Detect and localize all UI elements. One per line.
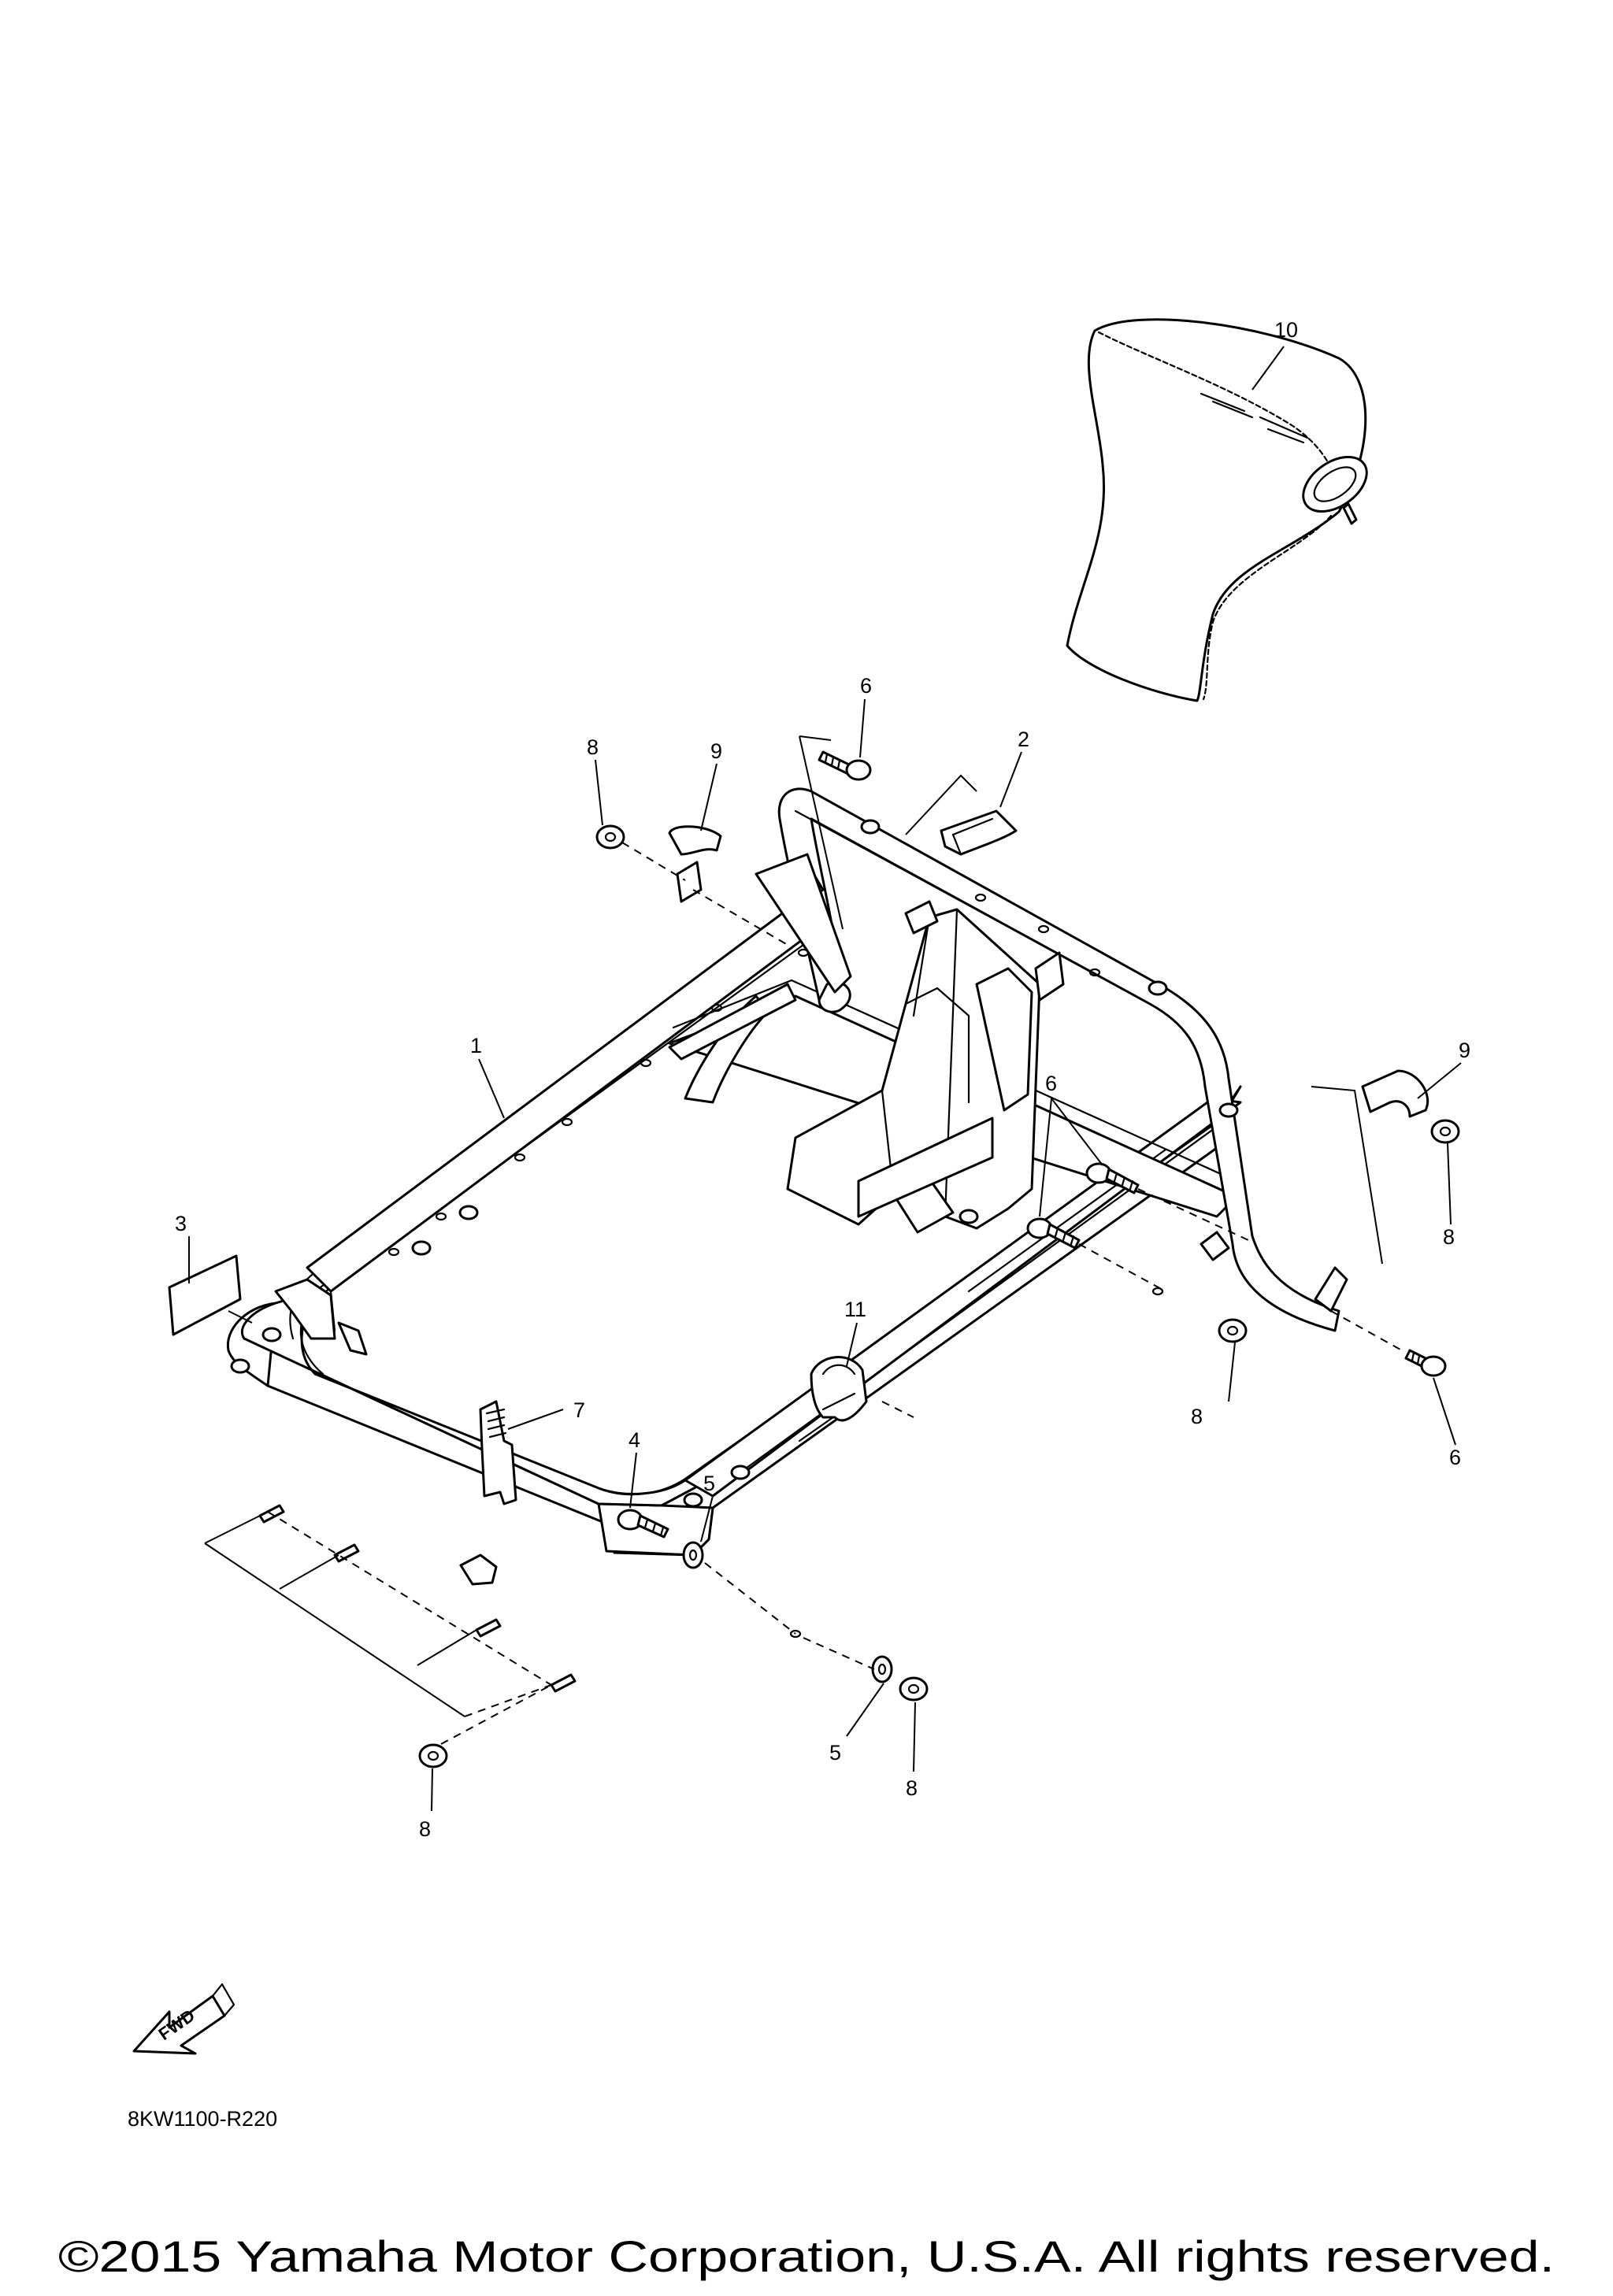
callout-8-right-upper: 8	[1443, 1225, 1455, 1249]
part-6-bolt-top	[818, 750, 872, 781]
callout-8-bottom-center: 8	[906, 1776, 918, 1800]
copyright: ©2015 Yamaha Motor Corporation, U.S.A. A…	[58, 2231, 1555, 2281]
callout-5-upper: 5	[703, 1472, 715, 1495]
part-2-cushion	[940, 809, 1018, 856]
part-8-nut-bottom-left	[418, 1743, 448, 1768]
callout-numbers: 10 6 2 8 9 1 6 9 3 8 11 7 8 6 4 5 5 8 8	[175, 318, 1470, 1841]
diagram-code: 8KW1100-R220	[128, 2107, 277, 2131]
part-8-nut-top	[595, 824, 625, 850]
part-4-bolt	[617, 1509, 669, 1539]
part-7-strap	[479, 1400, 517, 1505]
callout-6-far-right: 6	[1449, 1446, 1461, 1469]
part-3-label	[168, 1254, 242, 1336]
part-9-clip-left	[668, 825, 722, 903]
callout-4: 4	[629, 1428, 640, 1452]
callout-8-right-mid: 8	[1191, 1405, 1203, 1428]
callout-8-top: 8	[587, 735, 599, 759]
part-5-washer-upper	[682, 1541, 704, 1569]
callout-3: 3	[175, 1212, 187, 1235]
part-1-frame	[226, 787, 1348, 1639]
part-8-nut-right-mid	[1218, 1318, 1248, 1343]
callout-11: 11	[844, 1298, 866, 1321]
callout-6-top: 6	[860, 674, 872, 698]
callout-leaders	[431, 346, 1462, 1812]
callout-2: 2	[1018, 728, 1029, 751]
callout-5-lower: 5	[829, 1741, 841, 1765]
callout-9-left: 9	[710, 739, 722, 763]
part-10-cover	[1066, 318, 1368, 702]
fwd-arrow-icon: FWD	[132, 1983, 235, 2055]
callout-10: 10	[1274, 318, 1298, 342]
front-studs	[258, 1504, 577, 1693]
part-9-clip-right	[1361, 1069, 1429, 1118]
callout-8-bottom-left: 8	[419, 1817, 431, 1841]
part-8-nut-bottom-center	[899, 1676, 929, 1702]
part-8-nut-right-upper	[1430, 1119, 1460, 1144]
part-6-bolt-right-lower	[1026, 1217, 1081, 1250]
callout-9-right: 9	[1459, 1039, 1470, 1062]
part-11-clamp	[810, 1356, 868, 1422]
callout-6-right: 6	[1045, 1072, 1057, 1095]
callout-7: 7	[573, 1398, 585, 1422]
part-6-bolt-right-upper	[1085, 1162, 1140, 1194]
part-6-bolt-far-right	[1404, 1349, 1447, 1377]
part-5-washer-lower	[871, 1655, 893, 1683]
assembly-lines	[188, 735, 1403, 1745]
callout-1: 1	[470, 1034, 482, 1057]
